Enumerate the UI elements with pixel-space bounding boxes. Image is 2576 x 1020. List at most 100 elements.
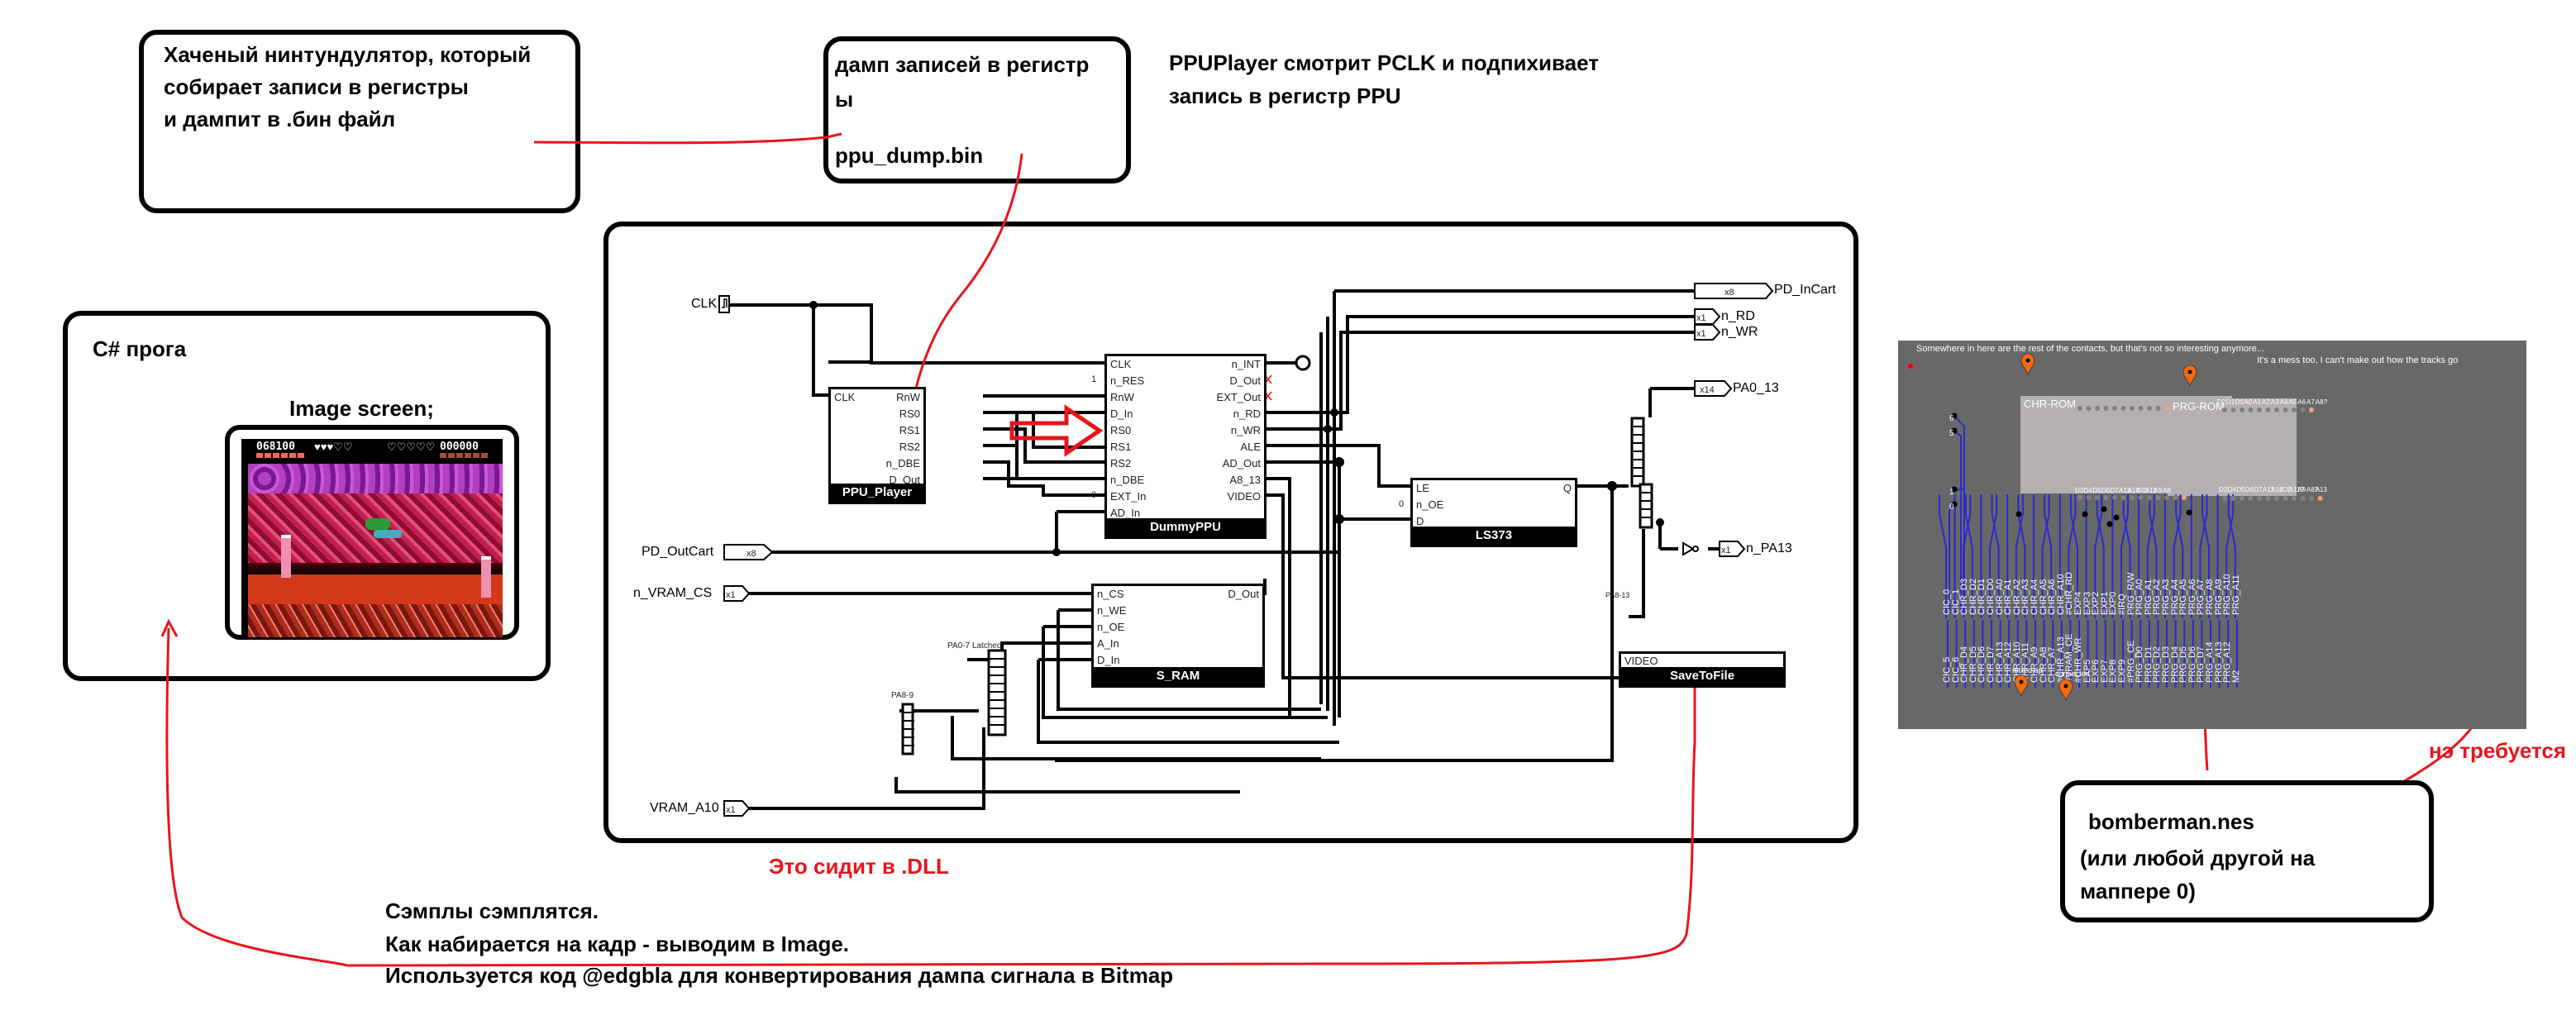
side-pin-0: 0 (1949, 503, 1954, 512)
chip-pin-dot (2138, 495, 2144, 500)
s-ram-pin-d-out: D_Out (1228, 588, 1259, 600)
dll-label: Это сидит в .DLL (769, 854, 949, 879)
side-pin-5: 5 (1949, 429, 1954, 438)
ls373-pin-q: Q (1562, 482, 1572, 494)
pcb-via-dot (1951, 486, 1958, 493)
dummy-ppu-pin-ext-in: EXT_In (1110, 490, 1147, 503)
ls373-pin-le: LE (1416, 482, 1429, 494)
prg-rom-pin-label: A8? (2316, 398, 2328, 406)
chip-pin-dot (2230, 496, 2236, 501)
marker-label-mixed-up: mixed up (2012, 666, 2043, 674)
dumper-note-line-3: и дампит в .бин файл (164, 107, 396, 131)
chip-pin-dot (2248, 408, 2254, 412)
bottom-note-line-2: Как набирается на кадр - выводим в Image… (385, 932, 850, 956)
chip-pin-dot (2292, 496, 2297, 501)
chip-pin-dot (2112, 406, 2117, 411)
chip-pin-dot (2130, 406, 2135, 411)
dummy-ppu-block[interactable]: CLK n_RES RnW D_In RS0 RS1 RS2 n_DBE EXT… (1104, 354, 1267, 539)
save-to-file-block[interactable]: VIDEO SaveToFile (1619, 651, 1786, 688)
pcb-via-dot (2101, 506, 2107, 512)
pcb-via-dot (2186, 509, 2192, 516)
n-pa13-label: n_PA13 (1746, 541, 1792, 555)
n-wr-width: x1 (1696, 329, 1706, 339)
s-ram-pin-a-in: A_In (1097, 637, 1119, 650)
pa0-13-label: PA0_13 (1733, 381, 1779, 395)
red-dot (1908, 364, 1913, 369)
ppu-player-pin-n-dbe: n_DBE (885, 457, 920, 469)
chip-pin-dot (2283, 408, 2288, 412)
pcb-trace (2070, 494, 2078, 618)
chip-pin-dot (2147, 495, 2152, 500)
dummy-ppu-pin-n-rd: n_RD (1233, 408, 1261, 420)
pcb-trace (1964, 494, 1973, 618)
prg-rom-pin-label: A11? (2289, 486, 2305, 493)
dummy-ppu-pin-video: VIDEO (1227, 490, 1261, 503)
bottom-note-line-1: Сэмплы сэмплятся. (385, 898, 599, 923)
ls373-pin-d: D (1416, 515, 1424, 527)
n-res-constant: 1 (1091, 374, 1097, 384)
prg-rom-chip-body[interactable]: PRG-ROM (2169, 398, 2297, 494)
rom-file-box: bomberman.nes (или любой другой на маппе… (2060, 780, 2434, 922)
chip-pin-dot (2222, 408, 2227, 412)
dummy-ppu-pin-n-res: n_RES (1110, 374, 1145, 387)
ls373-block[interactable]: LE n_OE D Q LS373 (1410, 478, 1577, 547)
prg-rom-pin-label: D2 (2217, 398, 2226, 406)
chr-rom-pin-label: D3 (2075, 487, 2084, 494)
n-wr-output-label: n_WR (1721, 325, 1758, 339)
chip-pin-dot (2292, 408, 2297, 412)
clk-input-label: CLK (691, 297, 718, 311)
n-wr-port (1694, 324, 1721, 341)
pcb-trace (2041, 494, 2050, 618)
n-rd-width: x1 (1696, 313, 1706, 323)
n-oe-constant: 0 (1399, 499, 1405, 509)
pd-outcart-port (723, 544, 774, 560)
ppuplayer-note-line-1: PPUPlayer смотрит PCLK и подпихивает (1169, 50, 1599, 75)
pcb-trace (2094, 494, 2103, 618)
n-rd-output-label: n_RD (1721, 309, 1755, 323)
dummy-ppu-pin-rs1: RS1 (1110, 441, 1132, 453)
dummy-ppu-pin-a8-13: A8_13 (1229, 474, 1261, 486)
prg-rom-pin-label: A2 (2262, 398, 2270, 406)
chip-pin-dot (2257, 496, 2262, 501)
pcb-trace (2146, 494, 2155, 618)
image-screen-label: Image screen; (289, 396, 434, 421)
chip-pin-dot (2120, 406, 2126, 411)
ppu-player-pin-rs1: RS1 (899, 424, 920, 436)
pcb-via-dot (1951, 501, 1958, 508)
prg-rom-pin-label: A10 (2272, 486, 2284, 493)
chip-pin-dot (2103, 406, 2109, 411)
s-ram-title: S_RAM (1094, 667, 1262, 685)
pcb-via-dot (1951, 427, 1958, 434)
map-marker-icon (2020, 354, 2035, 375)
dump-box-line-1: дамп записей в регистр (835, 52, 1090, 77)
ppu-player-block[interactable]: CLK RnW RS0 RS1 RS2 n_DBE D_Out PPU_Play… (828, 387, 926, 504)
dummy-ppu-pin-n-dbe: n_DBE (1110, 474, 1145, 486)
dummy-ppu-pin-rs2: RS2 (1110, 457, 1132, 469)
prg-rom-pin-label: A7 (2306, 398, 2315, 406)
pcb-trace (2120, 494, 2129, 618)
dumper-note-line-2: собирает записи в регистры (164, 74, 469, 99)
prg-rom-pin-label: A11 (2263, 486, 2274, 493)
chip-pin-dot (2077, 406, 2082, 411)
dummy-ppu-pin-d-in: D_In (1110, 408, 1133, 420)
s-ram-block[interactable]: n_CS n_WE n_OE A_In D_In D_Out S_RAM (1091, 584, 1265, 688)
pcb-trace (1989, 494, 1997, 618)
pd-incart-label: PD_InCart (1774, 283, 1836, 297)
prg-rom-pin-label: D5 (2236, 486, 2245, 493)
prg-rom-pin-label: D7 (2254, 486, 2263, 493)
dummy-ppu-pin-ext-out: EXT_Out (1216, 391, 1261, 403)
ppu-player-title: PPU_Player (831, 484, 923, 502)
pcb-trace (1953, 415, 1965, 613)
chip-pin-dot (2077, 495, 2082, 500)
prg-rom-pin-label: A13 (2316, 486, 2328, 493)
chr-rom-pin-label: D6 (2101, 487, 2111, 494)
battletoad-sprite (365, 518, 390, 530)
map-marker-icon (2014, 675, 2029, 697)
dummy-ppu-title: DummyPPU (1107, 518, 1264, 536)
dummy-ppu-pin-ad-out: AD_Out (1222, 457, 1261, 469)
prg-rom-pin-label: A0 (2244, 398, 2252, 406)
hearts-p1: ♥♥♥♡♡ (314, 441, 353, 453)
chip-pin-dot (2265, 408, 2271, 412)
chr-rom-pin-label: D5 (2092, 487, 2101, 494)
vram-a10-port (723, 800, 751, 817)
